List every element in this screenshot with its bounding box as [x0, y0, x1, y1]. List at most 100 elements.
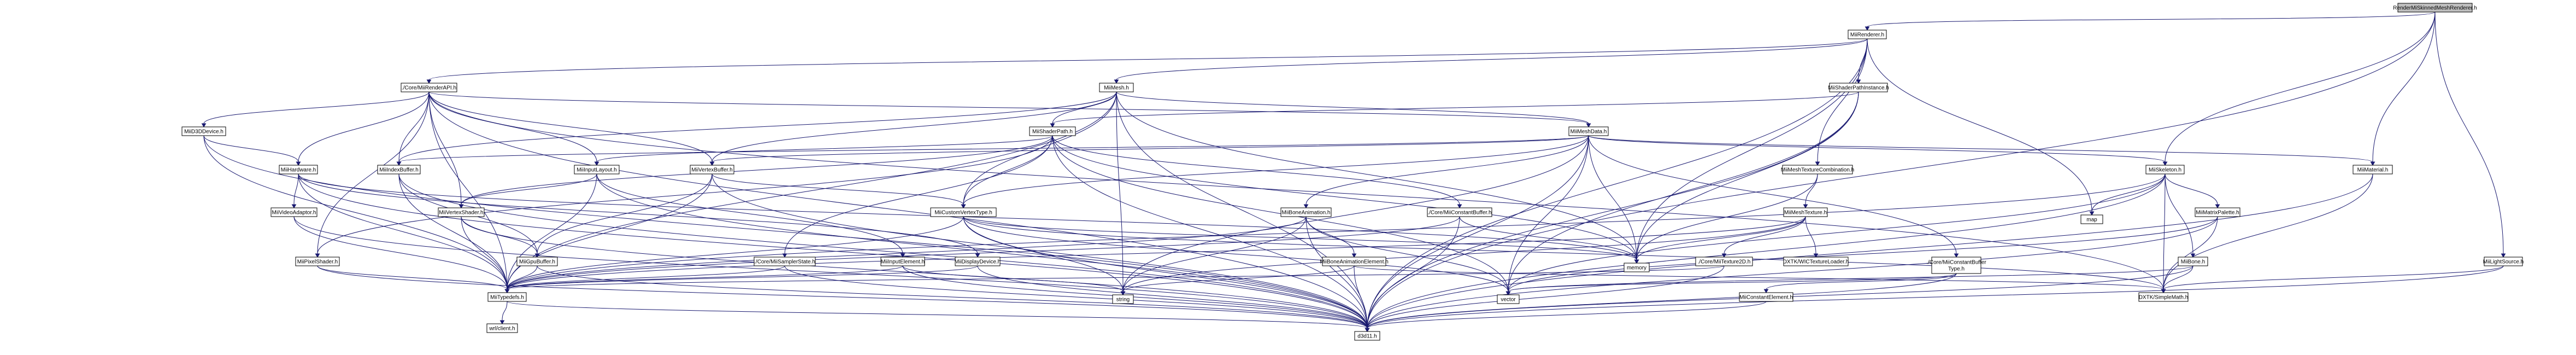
- node-typedefs[interactable]: MiiTypedefs.h: [487, 292, 527, 302]
- edge-videoadaptor-to-typedefs: [293, 216, 508, 290]
- node-label-lightsource: MiiLightSource.h: [2483, 259, 2524, 265]
- node-shaderpath[interactable]: MiiShaderPath.h: [1029, 126, 1076, 136]
- node-string[interactable]: string: [1112, 294, 1134, 304]
- node-root[interactable]: RenderMiSkinnedMeshRenderer.h: [2393, 3, 2477, 13]
- node-lightsource[interactable]: MiiLightSource.h: [2483, 257, 2524, 266]
- node-box-pixelshader[interactable]: [295, 257, 340, 266]
- node-memory[interactable]: memory: [1624, 263, 1650, 272]
- edge-corerenderapi-to-vertexbuffer: [428, 91, 713, 162]
- node-hardware[interactable]: MiiHardware.h: [279, 165, 318, 174]
- node-box-root[interactable]: [2397, 3, 2473, 13]
- edge-mimesh-to-indexbuffer: [398, 91, 1117, 162]
- edge-customvertextype-to-typedefs: [507, 216, 964, 290]
- node-label-shaderpath: MiiShaderPath.h: [1032, 129, 1073, 135]
- node-box-shaderpathinstance[interactable]: [1829, 83, 1888, 92]
- node-box-boneanimelement[interactable]: [1322, 257, 1386, 266]
- node-corerenderapi[interactable]: ./Core/MiiRenderAPI.h: [401, 83, 457, 92]
- node-box-meshdata[interactable]: [1568, 126, 1609, 136]
- node-label-vertexshader: MiiVertexShader.h: [439, 210, 483, 216]
- node-box-vertexbuffer[interactable]: [690, 165, 734, 174]
- node-box-string[interactable]: [1112, 294, 1134, 304]
- node-box-videoadaptor[interactable]: [270, 207, 317, 217]
- node-box-corerenderapi[interactable]: [401, 83, 457, 92]
- node-box-inputelement[interactable]: [880, 257, 925, 266]
- node-box-dxtkwic[interactable]: [1783, 257, 1849, 266]
- node-box-vertexshader[interactable]: [438, 207, 485, 217]
- node-gpubuffer[interactable]: MiiGpuBuffer.h: [516, 257, 558, 266]
- node-box-vector[interactable]: [1497, 294, 1520, 304]
- node-box-gpubuffer[interactable]: [516, 257, 558, 266]
- edge-gpubuffer-to-typedefs: [507, 265, 538, 290]
- edge-inputlayout-to-vertexshader: [461, 173, 597, 205]
- node-meshtexcomb[interactable]: MiiMeshTextureCombination.h: [1781, 165, 1855, 174]
- node-box-mimesh[interactable]: [1099, 83, 1134, 92]
- node-boneanimelement[interactable]: MiiBoneAnimationElement.h: [1320, 257, 1389, 266]
- edge-skeleton-to-bone: [2165, 173, 2193, 254]
- node-shaderpathinstance[interactable]: MiiShaderPathInstance.h: [1828, 83, 1889, 92]
- node-constelement[interactable]: MiiConstantElement.h: [1739, 292, 1793, 302]
- node-d3ddevice[interactable]: MiiD3DDevice.h: [181, 126, 226, 136]
- node-mimesh[interactable]: MiiMesh.h: [1099, 83, 1134, 92]
- node-box-inputlayout[interactable]: [574, 165, 620, 174]
- node-videoadaptor[interactable]: MiiVideoAdaptor.h: [270, 207, 317, 217]
- node-box-customvertextype[interactable]: [930, 207, 997, 217]
- node-box-memory[interactable]: [1624, 263, 1650, 272]
- node-vertexbuffer[interactable]: MiiVertexBuffer.h: [690, 165, 734, 174]
- node-material[interactable]: MiiMaterial.h: [2352, 165, 2393, 174]
- node-vertexshader[interactable]: MiiVertexShader.h: [438, 207, 485, 217]
- node-box-coreconstbuffer[interactable]: [1427, 207, 1492, 217]
- node-box-shaderpath[interactable]: [1029, 126, 1076, 136]
- node-inputelement[interactable]: MiiInputElement.h: [880, 257, 925, 266]
- node-box-coreconstbuftype[interactable]: [1931, 257, 1981, 274]
- node-simplemath[interactable]: DXTK/SimpleMath.h: [2138, 292, 2189, 302]
- node-map[interactable]: map: [2080, 214, 2103, 224]
- node-matrixpalette[interactable]: MiiMatrixPalette.h: [2195, 207, 2240, 217]
- node-box-d3ddevice[interactable]: [181, 126, 226, 136]
- node-vector[interactable]: vector: [1497, 294, 1520, 304]
- node-meshtexture[interactable]: MiiMeshTexture.h: [1783, 207, 1828, 217]
- node-bone[interactable]: MiiBone.h: [2178, 257, 2208, 266]
- node-inputlayout[interactable]: MiiInputLayout.h: [574, 165, 620, 174]
- node-box-map[interactable]: [2080, 214, 2103, 224]
- node-meshdata[interactable]: MiiMeshData.h: [1568, 126, 1609, 136]
- node-box-meshtexcomb[interactable]: [1782, 165, 1853, 174]
- edge-indexbuffer-to-typedefs: [398, 173, 508, 290]
- node-box-d3d11[interactable]: [1354, 331, 1380, 341]
- node-customvertextype[interactable]: MiiCustomVertexType.h: [930, 207, 997, 217]
- node-skeleton[interactable]: MiiSkeleton.h: [2145, 165, 2185, 174]
- node-box-indexbuffer[interactable]: [377, 165, 421, 174]
- node-box-constelement[interactable]: [1739, 292, 1793, 302]
- node-coresamplerstate[interactable]: ./Core/MiiSamplerState.h: [754, 257, 816, 266]
- node-boneanimation[interactable]: MiiBoneAnimation.h: [1280, 207, 1332, 217]
- node-box-typedefs[interactable]: [487, 292, 527, 302]
- edge-coretexture2d-to-d3d11: [1367, 265, 1725, 329]
- node-box-hardware[interactable]: [279, 165, 318, 174]
- node-coretexture2d[interactable]: ./Core/MiiTexture2D.h: [1695, 257, 1753, 266]
- node-label-coreconstbuffer: ./Core/MiiConstantBuffer.h: [1427, 210, 1491, 216]
- node-box-boneanimation[interactable]: [1280, 207, 1332, 217]
- node-mirenderer[interactable]: MiiRenderer.h: [1848, 30, 1887, 39]
- node-box-coretexture2d[interactable]: [1695, 257, 1753, 266]
- node-box-mirenderer[interactable]: [1848, 30, 1887, 39]
- node-d3d11[interactable]: d3d11.h: [1354, 331, 1380, 341]
- node-box-bone[interactable]: [2178, 257, 2208, 266]
- node-box-coresamplerstate[interactable]: [754, 257, 816, 266]
- edge-displaydevice-to-d3d11: [977, 265, 1368, 329]
- node-displaydevice[interactable]: MiiDisplayDevice.h: [955, 257, 1001, 266]
- node-pixelshader[interactable]: MiiPixelShader.h: [295, 257, 340, 266]
- node-indexbuffer[interactable]: MiiIndexBuffer.h: [377, 165, 421, 174]
- node-box-wrlclient[interactable]: [486, 323, 518, 333]
- node-wrlclient[interactable]: wrl/client.h: [486, 323, 518, 333]
- node-dxtkwic[interactable]: DXTK/WICTextureLoader.h: [1783, 257, 1849, 266]
- node-box-lightsource[interactable]: [2484, 257, 2523, 266]
- node-label-coreconstbuftype: Type.h: [1948, 266, 1965, 272]
- node-box-simplemath[interactable]: [2138, 292, 2189, 302]
- node-box-displaydevice[interactable]: [955, 257, 1001, 266]
- node-coreconstbuffer[interactable]: ./Core/MiiConstantBuffer.h: [1427, 207, 1492, 217]
- node-box-skeleton[interactable]: [2145, 165, 2185, 174]
- edge-skeleton-to-matrixpalette: [2165, 173, 2218, 205]
- node-box-material[interactable]: [2352, 165, 2393, 174]
- node-box-matrixpalette[interactable]: [2195, 207, 2240, 217]
- node-box-meshtexture[interactable]: [1783, 207, 1828, 217]
